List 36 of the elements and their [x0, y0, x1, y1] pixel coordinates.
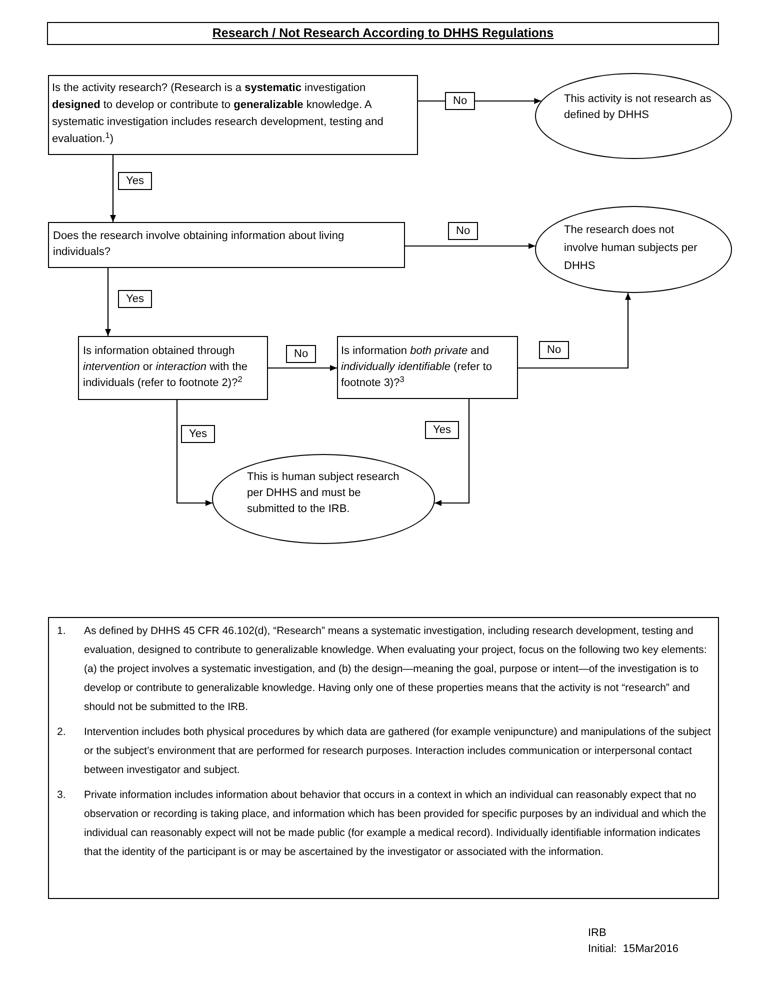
footer-note: IRB [588, 926, 606, 941]
arrow [110, 155, 116, 222]
footnotes-panel [48, 617, 719, 899]
edge-label: No [539, 341, 570, 359]
footnote-text: Private information includes information about behavior that occurs in a context in which an individual can reasonably expect that no observation or recording is taking place, and information which has been provided for specific purposes by an individual and which the individual can reasonably expect will not be made public (for example a medical record). Individually identifiable information indicates that the identity of the participant is or may be ascertained by the investigator or associated with the information. [84, 788, 708, 860]
node-text: The research does not involve human subjects per DHHS [564, 223, 698, 274]
node-text: Is information both private and individually identifiable (refer to footnote 3)?$^{3}$ [341, 344, 494, 391]
arrow [268, 365, 337, 371]
edge-label: Yes [425, 421, 459, 439]
footnote-text: Intervention includes both physical procedures by which data are gathered (for example venipuncture) and manipulations of the subject or the subject’s environment that are performed for research purposes. Interaction includes communication or interpersonal contact between investigator and subject. [84, 725, 712, 778]
edge-label: Yes [118, 290, 152, 308]
edge-label: Yes [181, 425, 215, 443]
node-text: Is information obtained through intervention or interaction with the individuals (refer to footnote 2)?$^{2}$ [83, 344, 249, 391]
arrow [405, 243, 536, 249]
footnote-number: 2. [57, 725, 67, 740]
footnote-text: As defined by DHHS 45 CFR 46.102(d), “Research” means a systematic investigation, including research development, testing and evaluation, designed to contribute to generalizable knowledge. When evaluating your project, focus on the following two key elements: (a) the project involves a systematic investigation, and (b) the design—meaning the goal, purpose or intent—of the investigation is to develop or contribute to generalizable knowledge. Having only one of these properties means that the activity is not “research” and should not be submitted to the IRB. [84, 624, 708, 715]
footnote-number: 1. [57, 624, 67, 639]
footer-note: Initial: 15Mar2016 [588, 942, 678, 957]
arrow [176, 400, 212, 506]
arrow [518, 292, 631, 369]
decision-box [48, 75, 418, 155]
node-text: Does the research involve obtaining information about living individuals? [53, 229, 346, 260]
arrow [105, 268, 111, 336]
title-banner: Research / Not Research According to DHHS Regulations [47, 22, 719, 45]
edge-label: No [286, 345, 316, 363]
edge-label: No [445, 92, 476, 110]
node-text: Is the activity research? (Research is a systematic investigation designed to develop or contribute to generalizable knowledge. A systematic investigation includes research development, testing and evaluation.$^{1}$) [52, 81, 384, 147]
decision-box [337, 336, 518, 399]
decision-box [78, 336, 268, 400]
arrow [434, 399, 470, 506]
node-text: This activity is not research as defined by DHHS [564, 92, 712, 123]
edge-label: No [448, 222, 478, 240]
node-text: This is human subject research per DHHS and must be submitted to the IRB. [247, 470, 400, 517]
footnote-number: 3. [57, 788, 67, 803]
edge-label: Yes [118, 172, 152, 190]
decision-box [48, 222, 405, 268]
